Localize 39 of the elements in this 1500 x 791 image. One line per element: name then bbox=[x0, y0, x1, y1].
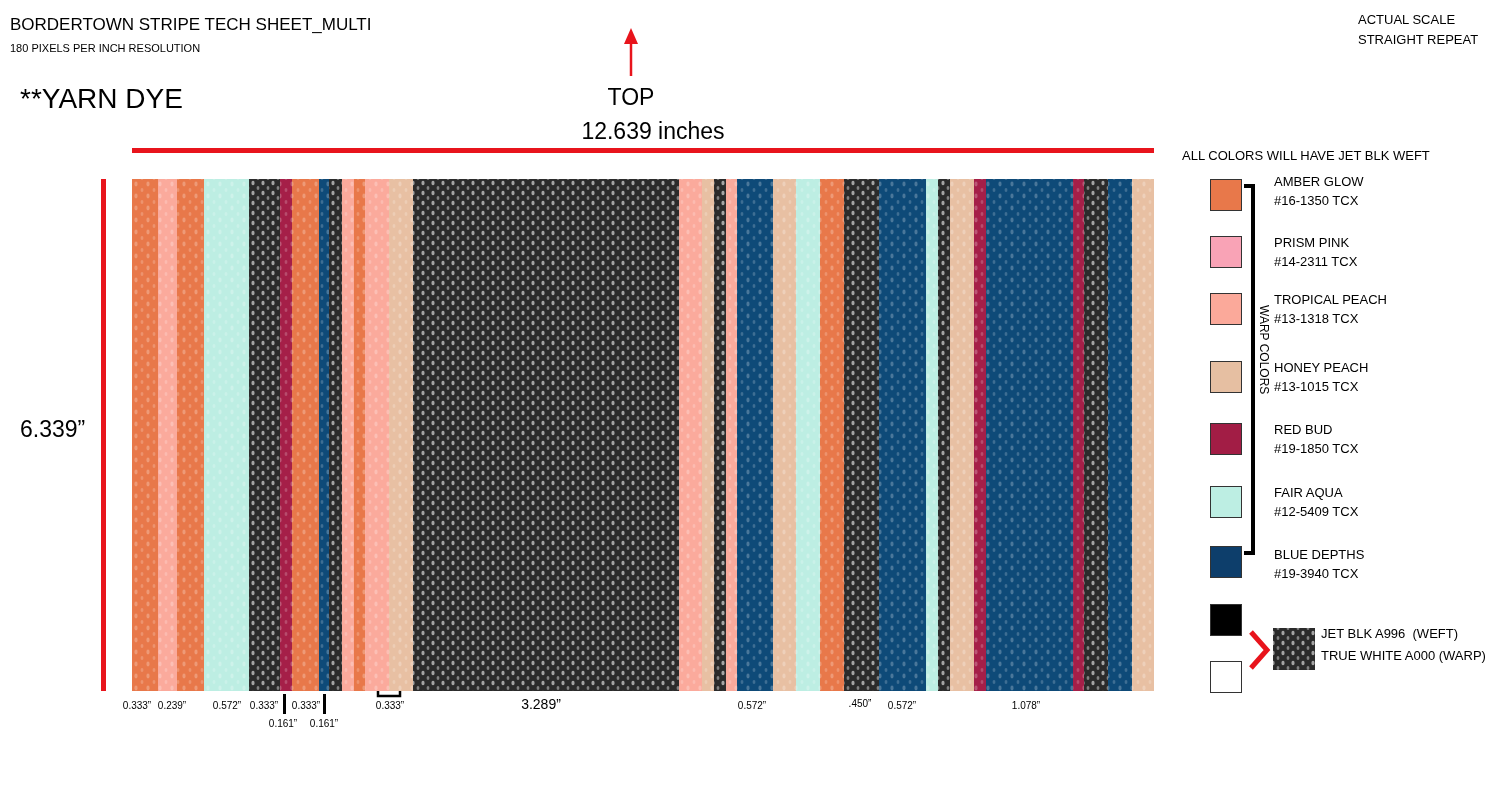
legend-text: TRUE WHITE A000 (WARP) bbox=[1321, 648, 1486, 664]
legend-text: JET BLK A996 (WEFT) bbox=[1321, 626, 1459, 642]
legend-text: BLUE DEPTHS bbox=[1274, 547, 1365, 563]
label-text: #13-1015 TCX bbox=[1274, 379, 1359, 395]
label-text: 180 PIXELS PER INCH RESOLUTION bbox=[10, 41, 201, 56]
dimension-label: .450” bbox=[848, 697, 872, 711]
label-text: STRAIGHT REPEAT bbox=[1358, 32, 1479, 48]
dimension-label: 0.572” bbox=[737, 699, 767, 713]
label-text: 12.639 inches bbox=[581, 117, 725, 146]
label-text: **YARN DYE bbox=[20, 82, 183, 116]
dimension-label: 0.333” bbox=[249, 699, 279, 713]
dimension-label: 0.333” bbox=[122, 699, 152, 713]
label-text: ALL COLORS WILL HAVE JET BLK WEFT bbox=[1182, 148, 1430, 164]
dimension-label: 0.239” bbox=[157, 699, 187, 713]
dimension-label: 0.333” bbox=[291, 699, 321, 713]
legend-text: TROPICAL PEACH bbox=[1274, 292, 1387, 308]
label-text: WARP COLORS bbox=[1257, 305, 1271, 395]
dimension-label: 0.333” bbox=[375, 699, 405, 713]
label-text: #19-3940 TCX bbox=[1274, 566, 1359, 582]
dimension-label: 1.078” bbox=[1011, 699, 1041, 713]
dimension-label: 0.572” bbox=[212, 699, 242, 713]
legend-text: PRISM PINK bbox=[1274, 235, 1350, 251]
dimension-label: 3.289” bbox=[521, 695, 561, 714]
dimension-label: 0.161” bbox=[309, 717, 339, 731]
label-text: 6.339” bbox=[20, 415, 86, 444]
label-text: TOP bbox=[607, 83, 655, 112]
label-text: #14-2311 TCX bbox=[1274, 254, 1358, 270]
label-text: ACTUAL SCALE bbox=[1358, 12, 1456, 28]
label-text: #12-5409 TCX bbox=[1274, 504, 1359, 520]
dimension-label: 0.161” bbox=[268, 717, 298, 731]
label-text: #16-1350 TCX bbox=[1274, 193, 1359, 209]
dimension-label: 0.572” bbox=[887, 699, 917, 713]
label-text: #13-1318 TCX bbox=[1274, 311, 1359, 327]
legend-text: RED BUD bbox=[1274, 422, 1333, 438]
legend-text: FAIR AQUA bbox=[1274, 485, 1343, 501]
legend-text: AMBER GLOW bbox=[1274, 174, 1364, 190]
label-text: #19-1850 TCX bbox=[1274, 441, 1359, 457]
legend-text: HONEY PEACH bbox=[1274, 360, 1369, 376]
sheet-title: BORDERTOWN STRIPE TECH SHEET_MULTI bbox=[10, 14, 372, 36]
